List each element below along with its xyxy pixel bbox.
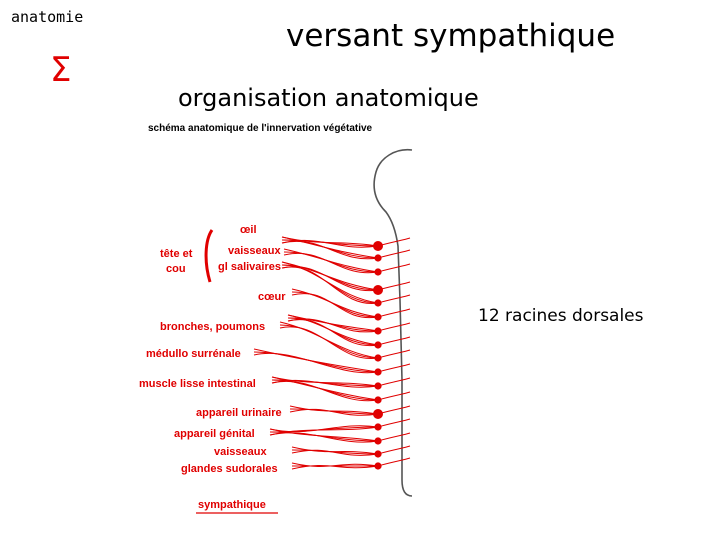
- ganglion-node: [373, 241, 383, 251]
- nerve-fibre: [291, 465, 379, 470]
- nerve-fibre: [253, 353, 379, 374]
- ganglion-node: [374, 368, 382, 376]
- ganglion-node: [374, 396, 382, 404]
- root-fibre: [377, 363, 411, 373]
- nerve-fibres: [253, 236, 411, 470]
- label-bronches: bronches, poumons: [160, 321, 265, 333]
- nerve-fibre: [281, 266, 379, 304]
- sigma-symbol: Σ: [50, 50, 72, 90]
- label-oeil: œil: [240, 224, 257, 236]
- root-fibre: [377, 457, 411, 467]
- ganglion-node: [374, 462, 382, 470]
- body-outline: [373, 148, 413, 497]
- label-cou: cou: [166, 263, 186, 275]
- root-fibre: [377, 249, 411, 259]
- nerve-fibre: [269, 428, 379, 442]
- label-gl-salivaires: gl salivaires: [218, 261, 281, 273]
- ganglion-node: [374, 382, 382, 390]
- nerve-fibre: [269, 432, 379, 443]
- ganglion-node: [374, 437, 382, 445]
- root-fibre: [377, 322, 411, 332]
- ganglion-node: [374, 299, 382, 307]
- diagram-caption: schéma anatomique de l'innervation végét…: [148, 123, 373, 134]
- nerve-fibre: [289, 408, 379, 416]
- nerve-fibre: [271, 376, 379, 401]
- nerve-fibre: [281, 261, 379, 304]
- label-genital: appareil génital: [174, 428, 255, 440]
- ganglion-node: [374, 354, 382, 362]
- root-fibre: [377, 263, 411, 273]
- nerve-fibre: [281, 240, 379, 260]
- ganglion-node: [374, 423, 382, 431]
- nerve-fibre: [279, 326, 379, 359]
- root-fibre: [377, 336, 411, 346]
- root-fibre: [377, 308, 411, 318]
- root-fibre: [377, 432, 411, 442]
- root-fibre: [377, 445, 411, 455]
- nerve-fibre: [271, 381, 379, 402]
- label-medullo: médullo surrénale: [146, 348, 241, 360]
- nerve-fibre: [291, 449, 379, 456]
- ganglion-node: [374, 341, 382, 349]
- label-sympathique: sympathique: [198, 499, 266, 511]
- ganglion-chain: [373, 241, 383, 470]
- root-fibre: [377, 377, 411, 387]
- page-subtitle: organisation anatomique: [178, 84, 479, 112]
- root-fibre: [377, 418, 411, 428]
- label-vaisseaux-2: vaisseaux: [214, 446, 267, 458]
- label-coeur: cœur: [258, 291, 286, 303]
- ganglion-node: [374, 450, 382, 458]
- ganglion-node: [374, 327, 382, 335]
- nerve-fibre: [291, 293, 379, 319]
- corner-label: anatomie: [11, 8, 84, 26]
- ganglion-node: [374, 268, 382, 276]
- label-tete-et: tête et: [160, 248, 193, 260]
- root-fibre: [377, 391, 411, 401]
- label-vaisseaux: vaisseaux: [228, 245, 281, 257]
- ganglion-node: [373, 409, 383, 419]
- nerve-fibre: [253, 348, 379, 373]
- root-fibre: [377, 294, 411, 304]
- ganglion-node: [373, 285, 383, 295]
- ganglion-node: [374, 313, 382, 321]
- page-title: versant sympathique: [286, 18, 616, 54]
- note-racines: 12 racines dorsales: [478, 306, 644, 326]
- label-glandes: glandes sudorales: [181, 463, 278, 475]
- ganglion-node: [374, 254, 382, 262]
- label-muscle: muscle lisse intestinal: [139, 378, 256, 390]
- nerve-fibre: [287, 319, 379, 347]
- nerve-fibre: [283, 253, 379, 274]
- root-fibre: [377, 349, 411, 359]
- head-bracket: [204, 229, 214, 283]
- label-urinaire: appareil urinaire: [196, 407, 282, 419]
